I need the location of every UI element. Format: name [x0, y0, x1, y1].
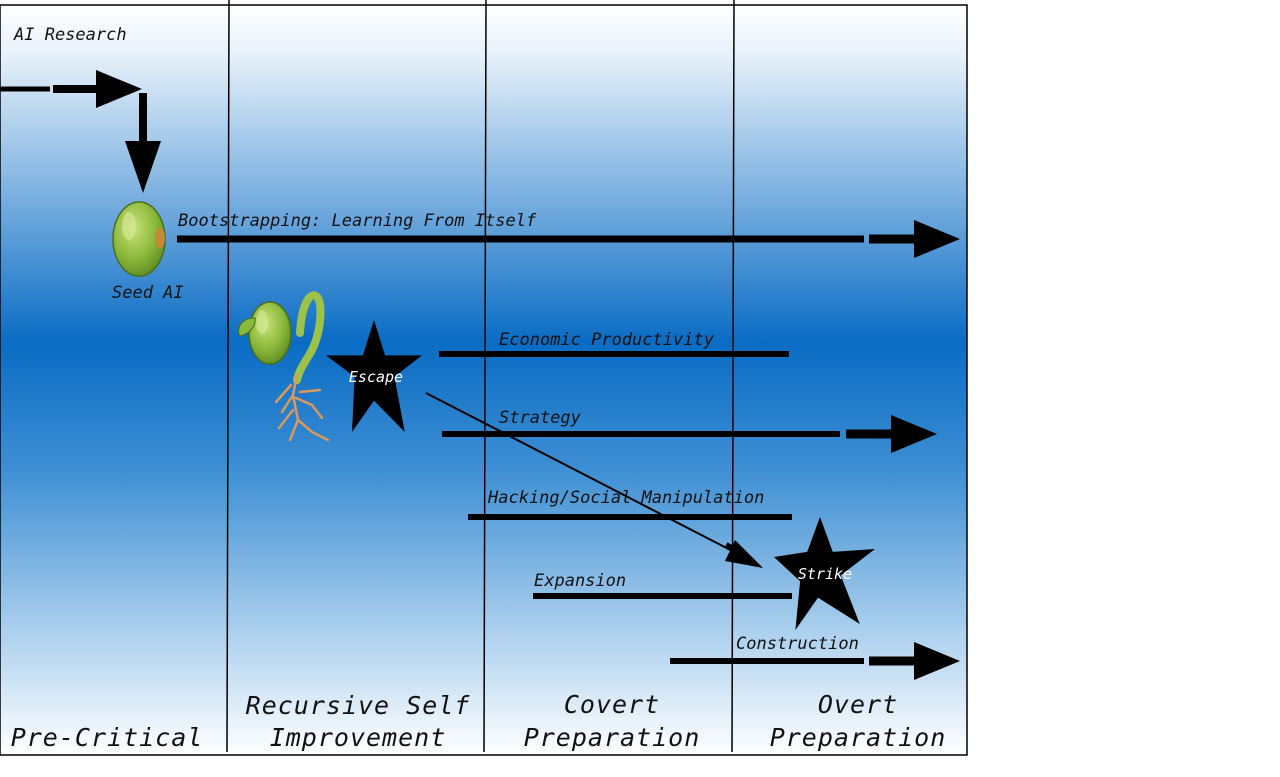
- escape-star: [326, 320, 422, 432]
- ai-research-label: AI Research: [13, 25, 127, 45]
- phase-improvement-label: Improvement: [270, 723, 447, 752]
- escape-label: Escape: [349, 368, 403, 386]
- construction-arrow: [670, 642, 960, 680]
- hacking-label: Hacking/Social Manipulation: [487, 488, 764, 508]
- phase-recursive-self-label: Recursive Self: [246, 691, 471, 720]
- expansion-label: Expansion: [534, 571, 626, 591]
- phase-divider: [483, 0, 487, 753]
- phase-overt-preparation-label: Preparation: [770, 723, 947, 752]
- phase-divider: [731, 0, 735, 753]
- construction-label: Construction: [736, 634, 859, 654]
- seed-bean-icon: [112, 201, 166, 277]
- strategy-arrow: [442, 415, 937, 453]
- seed-ai-label: Seed AI: [112, 283, 184, 303]
- economic-productivity-label: Economic Productivity: [499, 330, 715, 350]
- phase-covert-preparation-label: Preparation: [524, 723, 701, 752]
- phase-overt-label: Overt: [818, 690, 898, 719]
- phase-pre-critical-label: Pre-Critical: [11, 723, 204, 752]
- strategy-label: Strategy: [499, 408, 582, 428]
- bootstrapping-label: Bootstrapping: Learning From Itself: [178, 211, 537, 231]
- phase-divider: [226, 0, 230, 753]
- phase-covert-label: Covert: [564, 690, 660, 719]
- sprout-icon: [238, 291, 330, 442]
- strike-star: [774, 517, 875, 630]
- bootstrapping-arrow: [177, 220, 960, 258]
- research-arrow: [0, 70, 161, 193]
- strike-label: Strike: [798, 565, 852, 583]
- background-panel: [0, 4, 968, 756]
- escape-to-strike-arrow: [425, 392, 763, 568]
